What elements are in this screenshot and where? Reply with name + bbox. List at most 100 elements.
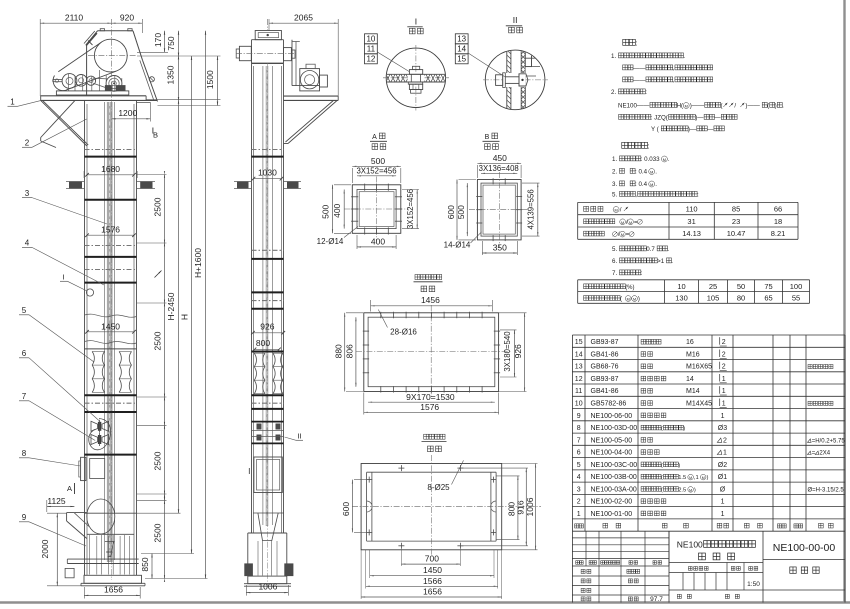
svg-text:M: M: [663, 158, 666, 162]
svg-text:500: 500: [321, 204, 331, 218]
svg-text:Ø1: Ø1: [718, 474, 727, 481]
svg-text:14: 14: [575, 352, 583, 359]
svg-text:H: H: [180, 314, 190, 320]
svg-text:1566: 1566: [423, 576, 442, 586]
svg-text:16: 16: [686, 339, 694, 346]
svg-text:4: 4: [25, 239, 30, 248]
svg-text:800: 800: [256, 338, 270, 348]
svg-text:1500: 1500: [205, 70, 215, 89]
svg-text:Ø: Ø: [720, 486, 726, 493]
svg-text:NE100-03D-00: NE100-03D-00: [591, 425, 638, 432]
svg-text:1: 1: [722, 376, 726, 383]
svg-text:)—: )—: [688, 126, 697, 133]
svg-text::: :: [645, 89, 647, 96]
svg-text:/: /: [734, 103, 736, 110]
svg-text:H(: H(: [677, 103, 684, 110]
svg-text:600: 600: [446, 205, 456, 219]
svg-text:6: 6: [22, 349, 27, 358]
svg-text:1125: 1125: [47, 496, 66, 506]
svg-text:2.5: 2.5: [678, 487, 686, 493]
svg-text:2: 2: [723, 437, 727, 444]
svg-text:(: (: [661, 487, 663, 493]
svg-text:1: 1: [10, 98, 15, 107]
svg-text:1030: 1030: [258, 167, 277, 177]
svg-text:I: I: [62, 273, 64, 282]
svg-text:130: 130: [675, 294, 688, 303]
svg-text:NE100: NE100: [677, 540, 703, 550]
svg-text:2500: 2500: [152, 197, 162, 216]
svg-text:9X170=1530: 9X170=1530: [406, 392, 455, 402]
svg-text:——: ——: [633, 65, 646, 72]
svg-text:1.5: 1.5: [678, 475, 686, 481]
svg-text:8-Ø25: 8-Ø25: [427, 483, 450, 492]
svg-text:Ø=H-3.15/2.5: Ø=H-3.15/2.5: [808, 487, 845, 493]
svg-text:3: 3: [25, 189, 30, 198]
svg-text:GB41-86: GB41-86: [591, 388, 619, 395]
svg-text:6: 6: [577, 450, 581, 457]
svg-text:1: 1: [721, 413, 725, 420]
svg-text:9: 9: [577, 413, 581, 420]
svg-text:10: 10: [366, 35, 375, 44]
svg-text:850: 850: [140, 557, 150, 571]
svg-text:8: 8: [22, 449, 27, 458]
svg-text:12-Ø14: 12-Ø14: [317, 237, 344, 246]
svg-text:2500: 2500: [152, 451, 162, 470]
svg-text:2: 2: [25, 139, 30, 148]
svg-text:1: 1: [722, 401, 726, 408]
svg-text:11: 11: [367, 45, 376, 54]
svg-text:M: M: [621, 221, 624, 225]
svg-text:75: 75: [764, 282, 772, 291]
svg-text:(: (: [661, 463, 663, 469]
svg-text:8.21: 8.21: [771, 229, 786, 238]
svg-text:10: 10: [575, 401, 583, 408]
svg-text:NE100-03A-00: NE100-03A-00: [591, 486, 637, 493]
svg-text:A: A: [67, 484, 72, 493]
svg-text::: :: [641, 270, 643, 277]
svg-text:M14X45: M14X45: [686, 401, 712, 408]
svg-text:NE100-00-00: NE100-00-00: [773, 542, 836, 554]
svg-text:7.: 7.: [612, 270, 617, 277]
svg-text:1656: 1656: [423, 586, 442, 596]
svg-text:H+1600: H+1600: [193, 248, 203, 278]
svg-text:110: 110: [686, 205, 698, 214]
svg-text:1680: 1680: [101, 164, 120, 174]
svg-text:12: 12: [366, 55, 375, 64]
svg-text:M: M: [614, 209, 617, 213]
svg-text:.: .: [782, 103, 784, 110]
svg-text:9: 9: [22, 513, 27, 522]
svg-text:400: 400: [371, 237, 385, 247]
svg-text:B: B: [153, 131, 158, 140]
svg-text:1450: 1450: [101, 321, 120, 331]
svg-text:1:50: 1:50: [747, 581, 760, 588]
svg-text:M: M: [633, 298, 636, 302]
svg-text:12: 12: [575, 376, 583, 383]
svg-text:23: 23: [732, 217, 740, 226]
svg-text:)——: )——: [690, 103, 705, 110]
svg-text:3X136=408: 3X136=408: [479, 164, 519, 173]
svg-text:GB68-76: GB68-76: [591, 364, 619, 371]
svg-text:—: —: [707, 126, 714, 133]
svg-text:): ): [694, 487, 696, 493]
svg-text:1.: 1.: [612, 156, 617, 163]
svg-text:I: I: [415, 17, 417, 27]
svg-text:A: A: [372, 134, 377, 141]
svg-text:.: .: [671, 258, 673, 265]
svg-text:1: 1: [721, 499, 725, 506]
svg-text:)—: )—: [695, 115, 704, 122]
svg-text:28-Ø16: 28-Ø16: [390, 327, 417, 336]
svg-text:85: 85: [732, 205, 740, 214]
svg-text:)——: )——: [745, 103, 760, 110]
svg-text:50: 50: [737, 282, 745, 291]
svg-text:400: 400: [332, 203, 342, 217]
svg-text:NE100-04-00: NE100-04-00: [591, 450, 633, 457]
svg-text:2: 2: [722, 364, 726, 371]
svg-text:NE100-03C-00: NE100-03C-00: [591, 462, 638, 469]
svg-text:450: 450: [493, 153, 507, 163]
svg-text:1.: 1.: [611, 53, 616, 60]
svg-text:3X152=456: 3X152=456: [356, 166, 396, 175]
svg-text:): ): [678, 463, 680, 469]
svg-text:66: 66: [774, 205, 782, 214]
svg-text:(%): (%): [625, 285, 634, 291]
svg-text:M: M: [629, 221, 632, 225]
svg-text:2065: 2065: [294, 13, 313, 23]
